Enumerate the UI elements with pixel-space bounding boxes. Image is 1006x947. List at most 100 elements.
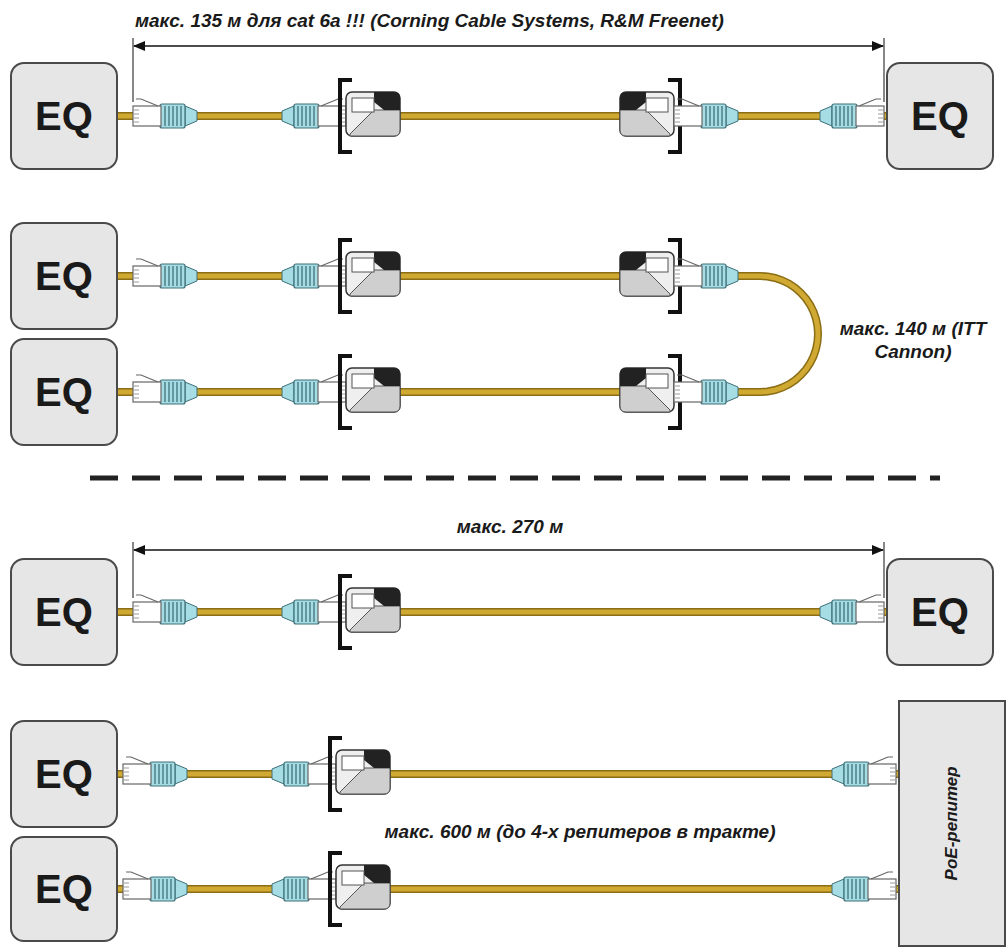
cable-core <box>118 114 886 119</box>
plug-contact <box>878 610 883 611</box>
plug-contact <box>134 614 139 615</box>
outlet-cover <box>350 110 400 136</box>
plug-rib <box>309 382 310 402</box>
plug-rib <box>303 764 304 784</box>
plug-contact <box>124 772 129 773</box>
plug-boot <box>282 266 294 286</box>
rj45-plug <box>282 259 346 288</box>
equipment-label: EQ <box>35 590 93 634</box>
plug-rib <box>717 106 718 126</box>
outlet-body <box>336 865 390 909</box>
plug-head <box>123 764 151 784</box>
plug-rib <box>863 879 864 899</box>
plug-rib <box>309 266 310 286</box>
length-note: макс. 600 м (до 4-х репитеров в тракте) <box>280 821 880 844</box>
plug-boot <box>726 382 738 402</box>
plug-rib <box>301 266 302 286</box>
plug-contact <box>878 614 883 615</box>
plug-head <box>856 602 884 622</box>
plug-latch <box>136 259 158 266</box>
plug-contact <box>134 278 139 279</box>
plug-contact <box>124 887 129 888</box>
outlet-bracket <box>330 738 342 810</box>
plug-latch <box>871 872 893 879</box>
cable-core <box>118 610 886 615</box>
repeater-box: PoE-репитер <box>898 700 1006 947</box>
plug-contact <box>134 114 139 115</box>
plug-body <box>150 762 175 786</box>
rj45-plug <box>282 595 346 624</box>
plug-rib <box>313 602 314 622</box>
rj45-plug <box>674 375 738 404</box>
plug-latch <box>677 259 699 266</box>
plug-boot <box>282 382 294 402</box>
plug-rib <box>299 879 300 899</box>
rj45-plug <box>820 99 884 128</box>
rj45-plug <box>123 757 187 786</box>
wall-outlet <box>620 80 680 152</box>
plug-rib <box>287 764 288 784</box>
plug-rib <box>176 382 177 402</box>
equipment-box: EQ <box>886 62 994 170</box>
plug-body <box>294 264 319 288</box>
plug-rib <box>847 879 848 899</box>
rj45-plug <box>674 99 738 128</box>
outlet-socket <box>352 374 374 388</box>
plug-rib <box>172 382 173 402</box>
rj45-plug <box>282 99 346 128</box>
plug-contact <box>675 118 680 119</box>
plug-head <box>674 382 702 402</box>
wall-outlet <box>620 240 680 312</box>
equipment-label: EQ <box>911 590 969 634</box>
plug-body <box>832 104 857 128</box>
equipment-label: EQ <box>35 370 93 414</box>
plug-boot <box>282 106 294 126</box>
plug-rib <box>705 266 706 286</box>
wall-outlet <box>340 576 400 648</box>
plug-rib <box>291 764 292 784</box>
plug-body <box>294 600 319 624</box>
plug-head <box>868 879 896 899</box>
outlet-body <box>346 92 400 136</box>
equipment-box: EQ <box>10 222 118 330</box>
cable-core <box>118 887 898 892</box>
plug-body <box>844 762 869 786</box>
outlet-cover <box>620 386 670 412</box>
outlet-socket <box>352 258 374 272</box>
plug-boot <box>272 879 284 899</box>
plug-contact <box>675 270 680 271</box>
wall-outlet <box>330 738 390 810</box>
outlet-socket <box>352 98 374 112</box>
outlet-body <box>346 588 400 632</box>
plug-rib <box>295 879 296 899</box>
plug-rib <box>301 602 302 622</box>
plug-contact <box>675 278 680 279</box>
plug-rib <box>180 382 181 402</box>
cable <box>118 612 886 613</box>
plug-rib <box>717 382 718 402</box>
outlet-socket <box>342 756 364 770</box>
plug-contact <box>134 398 139 399</box>
outlet-socket <box>352 594 374 608</box>
plug-boot <box>272 764 284 784</box>
plug-head <box>674 266 702 286</box>
outlet-cap <box>374 368 400 386</box>
wall-outlet <box>340 356 400 428</box>
plug-rib <box>305 266 306 286</box>
equipment-box: EQ <box>10 338 118 446</box>
plug-latch <box>126 872 148 879</box>
separator-line <box>90 476 940 481</box>
rj45-plug <box>123 872 187 901</box>
outlet-cap <box>620 252 646 270</box>
outlet-cap <box>364 750 390 768</box>
plug-latch <box>859 99 881 106</box>
plug-boot <box>185 382 197 402</box>
plug-head <box>123 879 151 899</box>
cable-outline <box>118 770 898 778</box>
plug-contact <box>134 274 139 275</box>
plug-rib <box>835 602 836 622</box>
outlet-cap <box>364 865 390 883</box>
plug-contact <box>890 883 895 884</box>
equipment-box: EQ <box>10 62 118 170</box>
wall-outlet <box>340 80 400 152</box>
